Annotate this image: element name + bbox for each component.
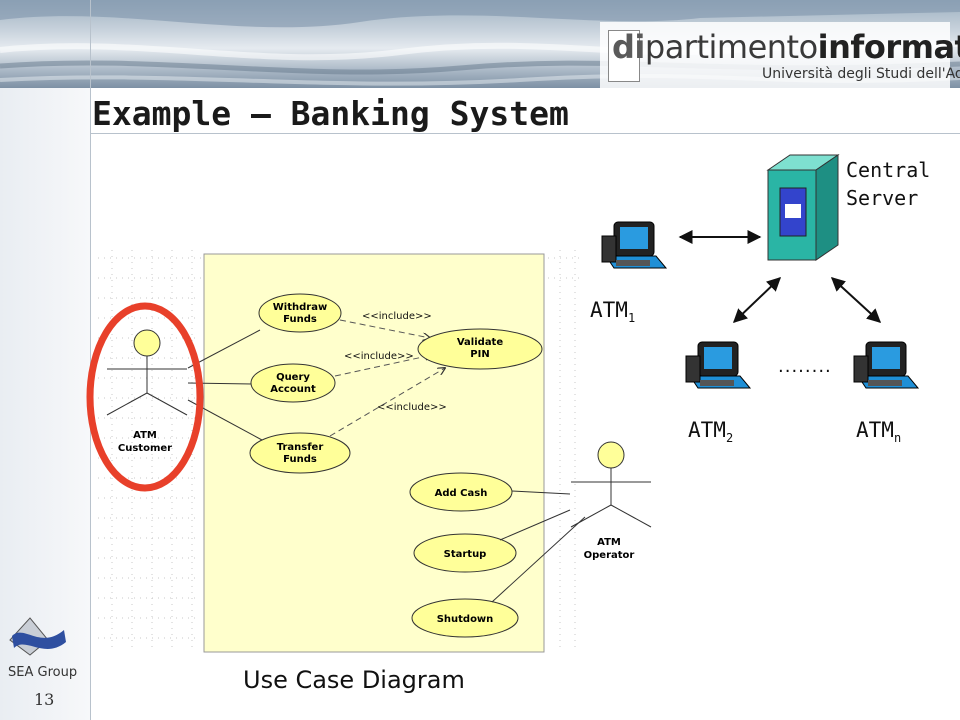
transfer-label-line2: Funds [283,454,317,465]
shutdown-label: Shutdown [437,614,494,625]
association-withdraw [187,329,261,369]
logo-suffix: informatica [817,28,960,66]
atm2-computer-icon [685,341,752,389]
atm-operator-actor: ATM Operator [570,441,652,561]
sea-group-label: SEA Group [8,665,78,680]
use-case-add-cash: Add Cash [409,472,513,512]
sea-group-logo [9,617,66,656]
atm1-computer-icon [601,221,668,269]
customer-label-line1: ATM [133,430,157,441]
use-case-query-account: Query Account [250,363,336,403]
atmn-label: ATMn [856,418,901,445]
server-label-line1: Central [846,158,931,182]
include-query-validate [334,355,432,377]
validate-label-line2: PIN [470,349,489,360]
atm2-base: ATM [688,418,726,442]
operator-label-line2: Operator [584,550,635,561]
arrow-server-atm2 [732,277,782,323]
atmn-subscript: n [893,431,902,446]
atm1-subscript: 1 [627,311,636,326]
atm1-base: ATM [590,298,628,322]
water-texture-image [0,0,960,88]
logo-prefix: di [612,28,645,66]
withdraw-label-line1: Withdraw [273,302,327,313]
query-label-line1: Query [276,372,310,383]
title-rule [90,133,960,134]
university-name: Università degli Studi dell'Aquila [762,66,960,82]
include-withdraw-validate [339,319,430,338]
department-logo: dipartimentoinformatica [612,28,960,66]
page-number: 13 [34,690,55,709]
association-add-cash [511,490,571,495]
use-case-startup: Startup [413,533,517,573]
highlight-circle [86,302,204,492]
operator-label-line1: ATM [597,537,621,548]
atm1-label: ATM1 [590,298,635,325]
system-boundary [203,253,545,653]
withdraw-label-line2: Funds [283,314,317,325]
association-startup [499,509,571,541]
startup-label: Startup [444,549,487,560]
atm-ellipsis: ........ [778,356,832,377]
use-case-validate-pin: Validate PIN [417,328,543,370]
use-case-diagram-caption: Use Case Diagram [243,666,465,694]
customer-label-line2: Customer [118,443,172,454]
logo-mark [608,30,640,82]
vertical-rule [90,0,91,720]
use-case-shutdown: Shutdown [411,598,519,638]
header-banner: dipartimentoinformatica Università degli… [0,0,960,88]
atm-customer-actor: ATM Customer [106,329,188,454]
include-transfer-validate [329,368,445,437]
slide-title: Example – Banking System [92,94,569,133]
atm2-subscript: 2 [725,431,734,446]
atmn-computer-icon [853,341,920,389]
arrow-server-atmn [830,277,882,323]
left-margin-band [0,0,90,720]
association-shutdown [491,516,586,603]
atmn-base: ATM [856,418,894,442]
use-case-withdraw-funds: Withdraw Funds [258,293,342,333]
validate-label-line1: Validate [457,337,503,348]
include-label-1: <<include>> [362,311,432,322]
central-server-icon [766,154,840,261]
transfer-label-line1: Transfer [277,442,324,453]
logo-middle: partimento [644,28,818,66]
include-label-3: <<include>> [377,402,447,413]
query-label-line2: Account [270,384,316,395]
use-case-transfer-funds: Transfer Funds [249,432,351,474]
include-label-2: <<include>> [344,351,414,362]
server-label-line2: Server [846,186,919,210]
atm2-label: ATM2 [688,418,733,445]
add-cash-label: Add Cash [435,488,488,499]
